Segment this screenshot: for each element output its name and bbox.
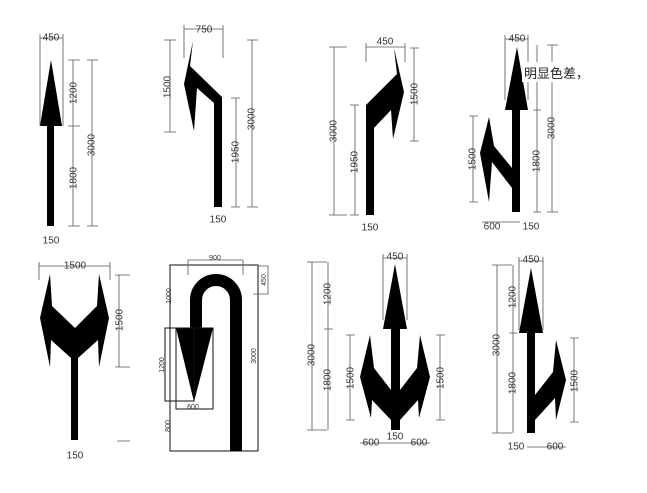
dim-right-branch: 1500 [436, 366, 447, 389]
straight-arrow-mark [40, 60, 62, 226]
dim-shaft-length: 1800 [508, 371, 519, 394]
figure-right-turn-arrow: 450 1500 1950 3000 150 [329, 37, 421, 234]
dim-head-width: 600 [187, 404, 199, 411]
dim-head-length: 1200 [323, 282, 334, 305]
dim-shaft-width: 150 [508, 442, 525, 453]
dim-shaft-width: 150 [67, 451, 84, 462]
dimension-lines [164, 25, 258, 208]
dim-left-offset: 600 [363, 438, 380, 449]
figure-straight-left-arrow: 450 1500 1800 3000 600 150 明显色差， [468, 34, 594, 233]
dim-shaft-width: 150 [387, 432, 404, 443]
dimension-lines [329, 43, 419, 216]
u-turn-mark [190, 274, 242, 451]
dim-head-width: 450 [509, 34, 526, 45]
dim-shaft-width: 150 [362, 223, 379, 234]
dim-total-length: 3000 [547, 116, 558, 139]
dimension-lines [187, 259, 269, 295]
dim-shaft-width: 150 [210, 215, 227, 226]
outline-box [169, 264, 259, 452]
dim-branch-length: 1500 [570, 369, 581, 392]
dim-shaft-length: 1950 [231, 140, 242, 163]
figure-u-turn-arrow: 900 450 1000 1200 3000 600 800 [159, 255, 269, 452]
dim-total-length: 3000 [87, 133, 98, 156]
dim-total-length: 3000 [329, 119, 340, 142]
figure-straight-arrow: 450 1200 1800 3000 150 [39, 33, 98, 247]
right-turn-arrow-mark [366, 48, 404, 215]
dim-shaft-width: 150 [43, 236, 60, 247]
dim-shaft-length: 1800 [532, 149, 543, 172]
dim-width: 1500 [64, 261, 87, 272]
dim-head-width: 450 [43, 33, 60, 44]
dim-total-length: 3000 [307, 343, 318, 366]
straight-arrow-mark [383, 264, 407, 430]
dim-head-width: 450 [523, 255, 540, 266]
annotation-note: 明显色差， [524, 66, 589, 82]
dim-branch-length: 1500 [468, 147, 479, 170]
dim-width: 900 [209, 255, 221, 262]
right-branch-mark [535, 340, 566, 420]
dim-shaft-length: 1800 [323, 368, 334, 391]
dim-branch-offset: 600 [484, 222, 501, 233]
dim-shaft-width: 150 [523, 222, 540, 233]
dim-head-length: 1200 [69, 81, 80, 104]
dim-shaft-length: 1800 [69, 166, 80, 189]
left-branch-mark [480, 117, 512, 202]
straight-arrow-mark [505, 47, 528, 212]
figure-straight-right-arrow: 450 3000 1200 1800 1500 150 600 [492, 255, 581, 453]
dimension-lines [492, 257, 579, 448]
dim-right-offset: 600 [411, 438, 428, 449]
dim-head-length: 1500 [410, 82, 421, 105]
dim-total-length: 3000 [492, 333, 503, 356]
figure-left-right-arrow: 1500 1500 150 [38, 261, 130, 462]
dimension-lines [307, 254, 445, 444]
left-right-arrow-mark [40, 274, 109, 440]
head-width-box [175, 327, 214, 410]
dim-lower-length: 800 [165, 420, 172, 432]
note-background [522, 62, 594, 82]
dim-total-length: 3000 [251, 348, 258, 364]
dim-head-length: 1200 [159, 357, 166, 373]
dim-head-width: 450 [387, 252, 404, 263]
dimension-lines [38, 262, 130, 442]
figure-straight-left-right-arrow: 450 3000 1200 1800 1500 1500 150 600 600 [307, 252, 447, 449]
dim-branch-offset: 600 [547, 442, 564, 453]
dim-left-branch: 1500 [346, 366, 357, 389]
dim-upper-length: 1000 [166, 288, 173, 304]
dim-head-length: 1500 [115, 308, 126, 331]
dim-width: 450 [377, 37, 394, 48]
dim-head-length: 1500 [163, 75, 174, 98]
straight-arrow-mark [519, 268, 543, 433]
figure-left-turn-arrow: 750 1500 1950 3000 150 [163, 25, 258, 226]
dim-shaft-length: 1950 [350, 150, 361, 173]
dim-total-length: 3000 [247, 107, 258, 130]
dim-head-length: 1200 [508, 285, 519, 308]
side-branches-mark [360, 335, 430, 420]
left-turn-arrow-mark [184, 41, 222, 207]
dim-width: 750 [196, 25, 213, 36]
dim-offset: 450 [261, 274, 268, 286]
dimension-lines [39, 34, 98, 227]
